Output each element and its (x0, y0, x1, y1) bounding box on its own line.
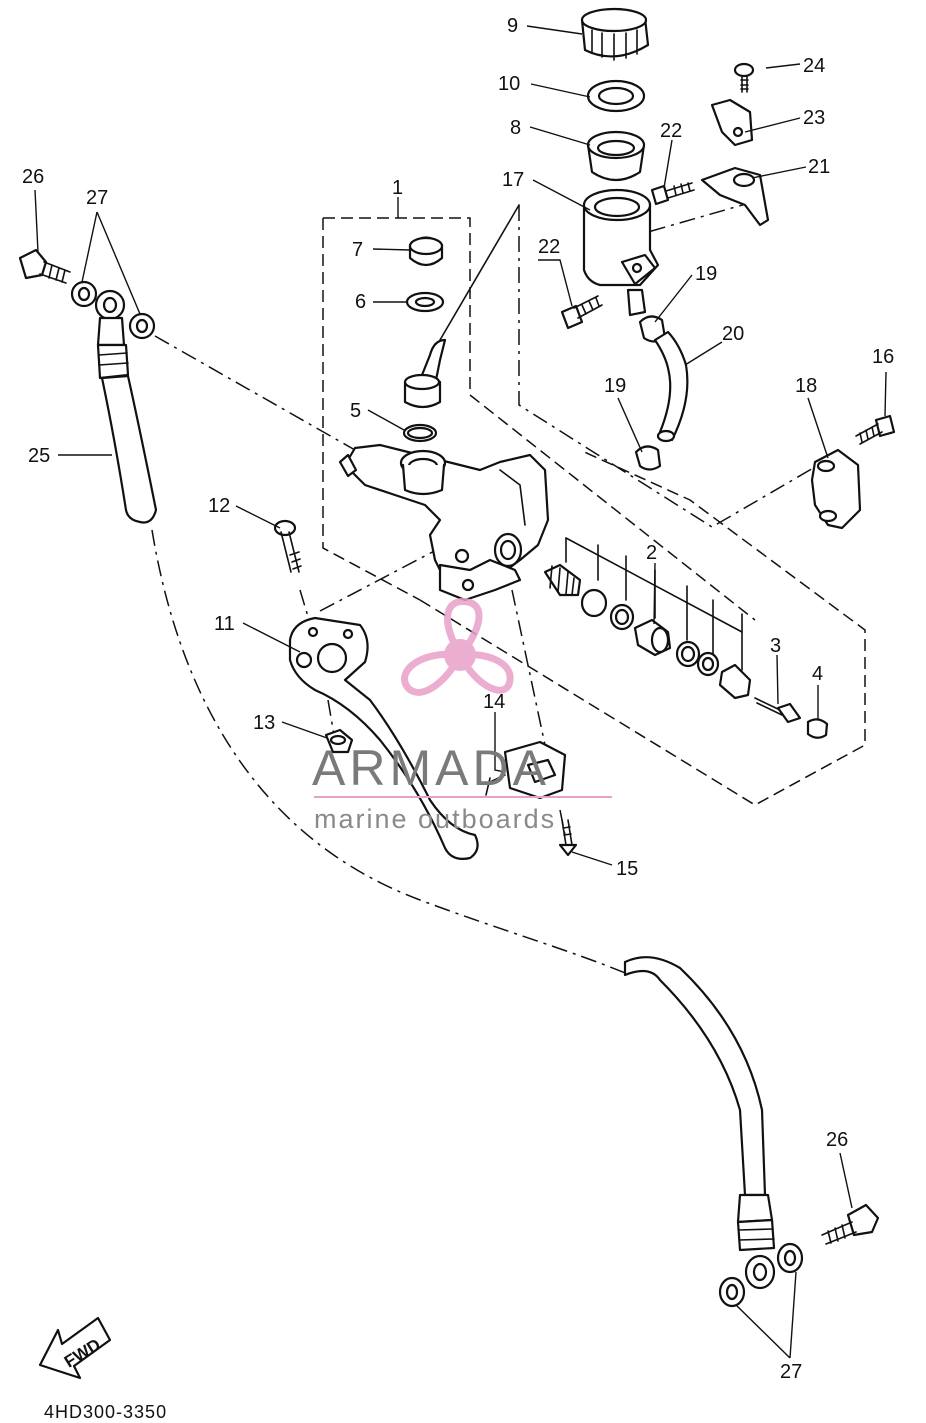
leader-lines (34, 25, 887, 1359)
hose-clamp-lower (634, 445, 662, 471)
bracket-23 (710, 98, 754, 147)
push-rod-cap (806, 718, 829, 739)
washer-upper-a (70, 280, 98, 308)
label-part-9: 9 (507, 15, 518, 37)
label-part-20: 20 (722, 323, 744, 345)
piston-kit (543, 563, 752, 700)
lever-nut (324, 728, 354, 754)
watermark: ARMADA marine outboards (312, 598, 612, 834)
part-number-labels: 9 10 8 17 24 23 21 22 22 19 20 19 16 18 … (22, 15, 894, 1383)
label-part-11: 11 (214, 613, 235, 635)
reservoir-cap (580, 7, 650, 61)
o-ring-5 (402, 423, 438, 443)
union-bolt-lower (821, 1203, 880, 1245)
bolt-22-lower (560, 295, 603, 330)
label-part-3: 3 (770, 635, 781, 657)
label-part-22-lower: 22 (538, 236, 560, 258)
brake-lever (288, 616, 479, 860)
drawing-code: 4HD300-3350 (44, 1402, 167, 1422)
hose-joint (403, 338, 447, 409)
label-part-26-lower: 26 (826, 1129, 848, 1151)
label-part-16: 16 (872, 346, 894, 368)
label-part-25: 25 (28, 445, 50, 467)
pivot-bolt (273, 519, 302, 573)
label-part-12: 12 (208, 495, 230, 517)
label-part-17: 17 (502, 169, 524, 191)
push-rod (754, 697, 802, 724)
label-part-18: 18 (795, 375, 817, 397)
master-cylinder-body (338, 443, 550, 602)
watermark-brand: ARMADA (312, 740, 550, 796)
label-part-21: 21 (808, 156, 830, 178)
label-part-6: 6 (355, 291, 366, 313)
label-part-22-upper: 22 (660, 120, 682, 142)
brake-hose (94, 289, 776, 1290)
clip-6 (405, 291, 445, 313)
label-part-13: 13 (253, 712, 275, 734)
switch-screw (558, 819, 578, 857)
bolt-22-upper (650, 182, 695, 206)
label-part-26-upper: 26 (22, 166, 44, 188)
assembly-guide-lines (151, 199, 866, 976)
watermark-divider (314, 796, 612, 798)
propeller-logo-icon (401, 598, 514, 696)
label-part-8: 8 (510, 117, 521, 139)
reservoir-tank (582, 188, 660, 317)
label-part-14: 14 (483, 691, 505, 713)
union-bolt-upper (18, 248, 71, 284)
watermark-tagline: marine outboards (314, 804, 556, 834)
reservoir-hose (653, 330, 689, 443)
screw-24 (733, 62, 755, 93)
label-part-19-lower: 19 (604, 375, 626, 397)
washer-lower-b (776, 1242, 804, 1274)
label-part-1: 1 (392, 177, 403, 199)
handlebar-clamp (810, 448, 862, 530)
reservoir-holder (700, 166, 770, 227)
label-part-27-lower: 27 (780, 1361, 802, 1383)
fwd-arrow-icon: FWD (38, 1316, 112, 1380)
washer-lower-a (718, 1276, 746, 1308)
label-part-23: 23 (803, 107, 825, 129)
label-part-5: 5 (350, 400, 361, 422)
cap-7 (408, 236, 444, 267)
label-part-27-upper: 27 (86, 187, 108, 209)
brake-switch (485, 740, 567, 800)
diaphragm-plate (586, 79, 646, 113)
label-part-2: 2 (646, 542, 657, 564)
diaphragm (586, 130, 646, 182)
washer-upper-b (128, 312, 156, 340)
label-part-10: 10 (498, 73, 520, 95)
label-part-19-upper: 19 (695, 263, 717, 285)
label-part-7: 7 (352, 239, 363, 261)
bolt-16 (855, 414, 896, 445)
label-part-24: 24 (803, 55, 825, 77)
label-part-4: 4 (812, 663, 823, 685)
label-part-15: 15 (616, 858, 638, 880)
